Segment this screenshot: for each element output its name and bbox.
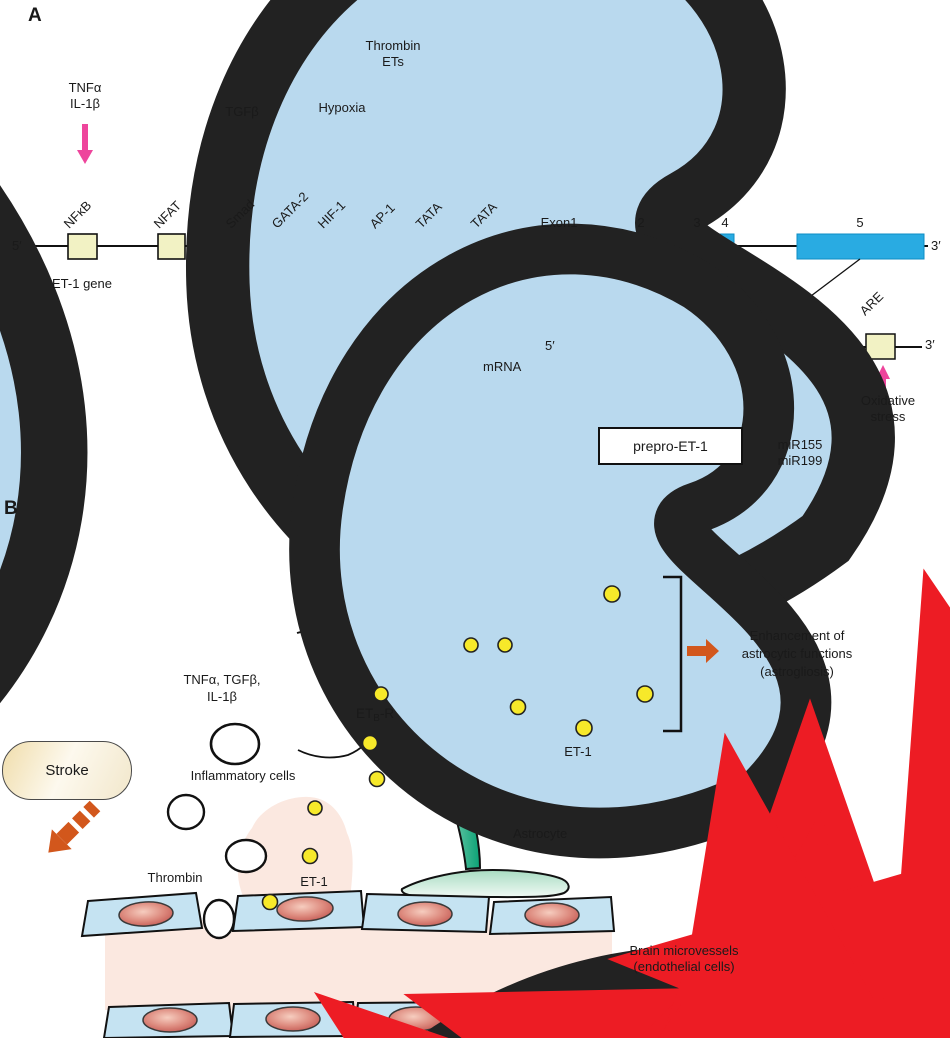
il1b-line: IL-1β bbox=[70, 96, 100, 111]
enhancement-label: Enhancement of astrocytic functions (ast… bbox=[707, 627, 887, 681]
panel-a-letter: A bbox=[28, 5, 42, 26]
etb-receptor-label: ETB-R bbox=[356, 706, 394, 727]
tf-box-nfat bbox=[157, 233, 186, 260]
brain-microvessels-label: Brain microvessels (endothelial cells) bbox=[594, 943, 774, 975]
enhancement-line1: Enhancement of bbox=[749, 628, 845, 643]
et1-peptides bbox=[261, 585, 654, 911]
inflammatory-cell bbox=[0, 116, 268, 887]
astrocyte-endfoot bbox=[400, 869, 570, 899]
exon-label-1: Exon1 bbox=[540, 215, 578, 230]
bracket bbox=[663, 575, 683, 733]
thrombin-line: Thrombin bbox=[365, 38, 421, 53]
stimulus-tnf-il1b-label: TNFα IL-1β bbox=[45, 80, 125, 112]
ets-line: ETs bbox=[382, 54, 404, 69]
vessel-line2: (endothelial cells) bbox=[633, 959, 735, 974]
etb-suffix: -R bbox=[379, 706, 395, 721]
inflammatory-cell bbox=[157, 0, 891, 831]
stroke-impact-arrow-icon bbox=[48, 800, 101, 853]
enhancement-line3: (astrogliosis) bbox=[760, 664, 834, 679]
et1-vessel-label: ET-1 bbox=[300, 874, 328, 889]
are-box bbox=[865, 333, 896, 360]
gene-name-label: ET-1 gene bbox=[52, 276, 112, 291]
exon-label-2: 2 bbox=[637, 215, 645, 230]
inflammatory-cell bbox=[209, 722, 950, 1038]
stimulus-thrombin-ets-label: Thrombin ETs bbox=[352, 38, 434, 70]
stimulus-hypoxia-label: Hypoxia bbox=[318, 100, 366, 115]
stroke-label: Stroke bbox=[45, 762, 89, 779]
et1-astrocyte-label: ET-1 bbox=[564, 744, 592, 759]
inflammatory-cells-label: Inflammatory cells bbox=[190, 768, 296, 783]
etb-sub: B bbox=[373, 713, 380, 724]
exon-label-3: 3 bbox=[693, 215, 701, 230]
exon-5 bbox=[796, 233, 925, 260]
mir-label: miR155 miR199 bbox=[760, 437, 840, 469]
oxidative-stress-label: Oxidative stress bbox=[848, 393, 928, 425]
exon-label-5: 5 bbox=[856, 215, 864, 230]
tnf-il1b-arrow-icon bbox=[77, 124, 93, 164]
mrna-five-prime: 5′ bbox=[545, 338, 555, 353]
inflammatory-cell-in-gap bbox=[202, 248, 807, 940]
cytokines-label: TNFα, TGFβ, IL-1β bbox=[157, 671, 287, 705]
gene-three-prime: 3′ bbox=[931, 238, 941, 253]
cytokines-line1: TNFα, TGFβ, bbox=[183, 672, 261, 687]
stress-line: stress bbox=[870, 409, 906, 424]
tnf-line: TNFα bbox=[68, 80, 102, 95]
mrna-label: mRNA bbox=[483, 359, 522, 374]
enhancement-line2: astrocytic functions bbox=[741, 646, 853, 661]
mir155-line: miR155 bbox=[777, 437, 823, 452]
tf-box-nfkb bbox=[67, 233, 98, 260]
cytokines-line2: IL-1β bbox=[207, 689, 237, 704]
oxidative-line: Oxidative bbox=[860, 393, 916, 408]
mir199-line: miR199 bbox=[777, 453, 823, 468]
astrocyte-label: Astrocyte bbox=[513, 826, 568, 841]
etb-prefix: ET bbox=[356, 706, 374, 721]
stroke-pill: Stroke bbox=[2, 741, 132, 800]
endothelial-nuclei bbox=[118, 896, 580, 1033]
enhancement-arrow-icon bbox=[687, 639, 719, 663]
thrombin-label: Thrombin bbox=[147, 870, 203, 885]
ischemic-region bbox=[237, 796, 353, 910]
stimulus-tgfb-label: TGFβ bbox=[225, 104, 259, 119]
gene-five-prime: 5′ bbox=[12, 238, 22, 253]
panel-b-letter: B bbox=[4, 498, 18, 519]
prepro-et1-box: prepro-ET-1 bbox=[598, 427, 743, 465]
vessel-line1: Brain microvessels bbox=[629, 943, 739, 958]
mrna-three-prime: 3′ bbox=[925, 337, 935, 352]
exon-label-4: 4 bbox=[721, 215, 729, 230]
oxidative-arrow-icon bbox=[876, 365, 890, 389]
